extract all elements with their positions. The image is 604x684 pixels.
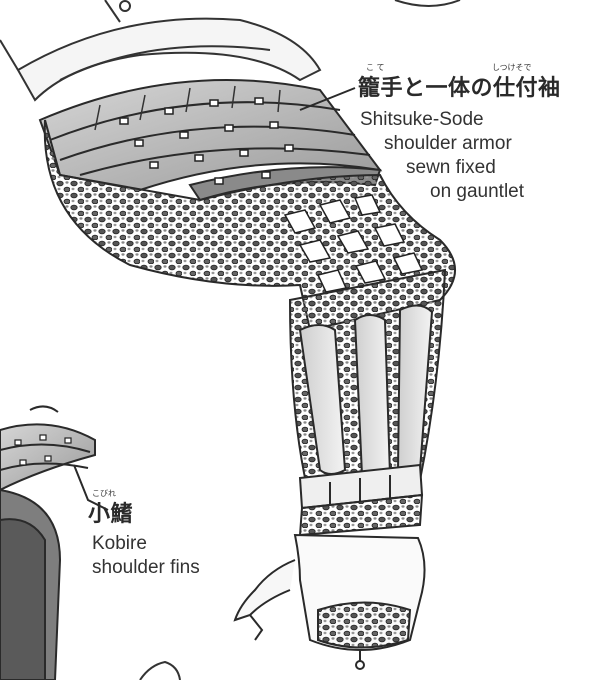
bottom-fragment bbox=[139, 660, 181, 681]
ruby-kobire: こびれ bbox=[92, 489, 116, 498]
kobire-english-line2: shoulder fins bbox=[92, 557, 200, 578]
sode-english-line1: Shitsuke-Sode bbox=[360, 109, 484, 130]
shoulder-rim bbox=[0, 0, 322, 102]
upper-arm-mail bbox=[43, 119, 456, 332]
forearm bbox=[288, 268, 447, 537]
kobire-fragment bbox=[0, 405, 96, 681]
corner-arc bbox=[394, 0, 461, 7]
ruby-kote: こ て bbox=[366, 63, 385, 72]
sode-english-line4: on gauntlet bbox=[430, 181, 525, 202]
kobire-leader-line bbox=[73, 464, 109, 511]
sode-english-line3: sewn fixed bbox=[406, 157, 496, 178]
glove bbox=[233, 533, 426, 670]
sode-english-line2: shoulder armor bbox=[384, 133, 512, 154]
sode-japanese-label: 籠手と一体の仕付袖 bbox=[358, 76, 561, 101]
kobire-english-line1: Kobire bbox=[92, 533, 147, 554]
sode-leader-line bbox=[299, 87, 356, 111]
ruby-shitsukesode: しつけそで bbox=[492, 63, 532, 72]
kobire-japanese-label: 小鰭 bbox=[88, 502, 134, 527]
